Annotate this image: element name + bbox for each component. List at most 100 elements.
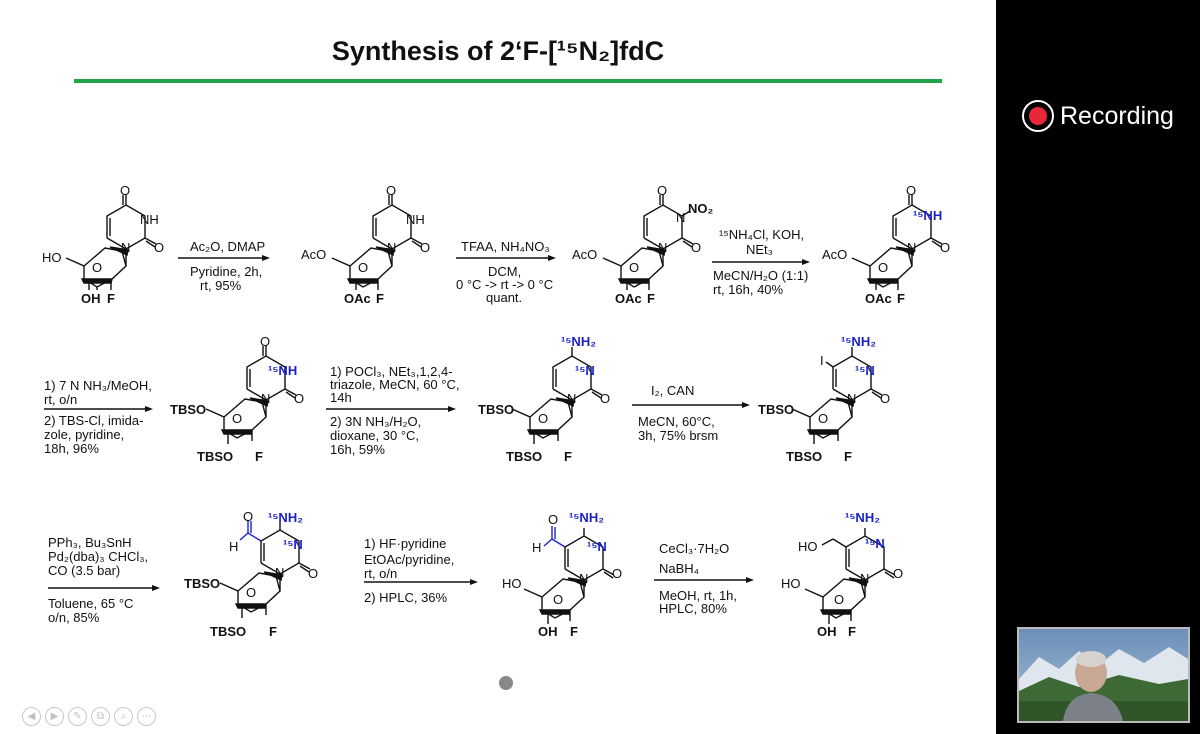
label-oh: OH — [81, 291, 101, 306]
arrow-left-icon[interactable]: ◀ — [22, 707, 41, 726]
molecule-4 — [851, 194, 943, 290]
step5-ammonia: 2) 3N NH₃/H₂O, — [330, 414, 422, 429]
label-f: F — [897, 291, 905, 306]
label-ring-o: O — [232, 411, 243, 426]
label-aco: AcO — [572, 247, 598, 262]
label-o: O — [893, 566, 904, 581]
label-tbso: TBSO — [506, 449, 543, 464]
molecule-10 — [804, 528, 896, 624]
label-o: O — [548, 512, 559, 527]
label-ring-o: O — [818, 411, 829, 426]
slide-nav-toolbar: ◀ ▶ ✎ ⧉ ⌕ ⋯ — [22, 707, 156, 726]
label-nh: NH — [140, 212, 159, 227]
step9-yield: HPLC, 80% — [659, 601, 727, 616]
label-tbso: TBSO — [786, 449, 823, 464]
label-n: N — [658, 240, 668, 255]
label-15n: ¹⁵N — [587, 539, 607, 554]
label-o: O — [260, 334, 271, 349]
step2-solvent: DCM, — [488, 264, 522, 279]
molecule-3 — [602, 194, 694, 290]
recording-label: Recording — [1060, 101, 1174, 130]
label-i: I — [820, 353, 824, 368]
label-15nh: ¹⁵NH — [913, 208, 943, 223]
webcam-video — [1019, 629, 1188, 721]
label-o: O — [691, 240, 702, 255]
label-ring-o: O — [878, 260, 889, 275]
label-n: N — [847, 391, 857, 406]
step7-yield: o/n, 85% — [48, 610, 100, 625]
label-15nh2: ¹⁵NH₂ — [841, 334, 876, 349]
label-ho: HO — [502, 576, 522, 591]
zoom-icon[interactable]: ⌕ — [114, 707, 133, 726]
label-f: F — [848, 624, 856, 639]
label-o: O — [243, 509, 254, 524]
label-n: N — [579, 571, 589, 586]
slide-title: Synthesis of 2‘F-[¹⁵N₂]fdC — [331, 36, 665, 66]
label-o: O — [154, 240, 165, 255]
label-oac: OAc — [344, 291, 371, 306]
label-oh: OH — [538, 624, 558, 639]
label-n: N — [907, 240, 917, 255]
label-o: O — [120, 183, 131, 198]
label-ho: HO — [781, 576, 801, 591]
label-ring-o: O — [629, 260, 640, 275]
label-o: O — [386, 183, 397, 198]
step2-temperature: 0 °C -> rt -> 0 °C — [456, 277, 554, 292]
step8-time: rt, o/n — [364, 566, 398, 581]
label-f: F — [564, 449, 572, 464]
label-ring-o: O — [358, 260, 369, 275]
more-icon[interactable]: ⋯ — [137, 707, 156, 726]
step8-solvent: EtOAc/pyridine, — [364, 552, 455, 567]
step5-temperature: dioxane, 30 °C, — [330, 428, 420, 443]
label-o: O — [612, 566, 623, 581]
label-o: O — [600, 391, 611, 406]
pen-icon[interactable]: ✎ — [68, 707, 87, 726]
label-o: O — [294, 391, 305, 406]
molecule-2 — [331, 194, 423, 290]
step7-solvent: Toluene, 65 °C — [48, 596, 134, 611]
step4-time: rt, o/n — [44, 392, 78, 407]
laser-pointer — [499, 676, 513, 690]
copy-icon[interactable]: ⧉ — [91, 707, 110, 726]
label-15n: ¹⁵N — [575, 363, 595, 378]
label-tbso: TBSO — [170, 402, 207, 417]
label-ring-o: O — [246, 585, 257, 600]
label-tbso: TBSO — [210, 624, 247, 639]
molecule-7 — [791, 347, 883, 444]
reaction-scheme — [44, 194, 943, 624]
step9-reductant: NaBH₄ — [659, 561, 699, 576]
label-15n: ¹⁵N — [855, 363, 875, 378]
step9-reagents: CeCl₃·7H₂O — [659, 541, 730, 556]
label-o: O — [940, 240, 951, 255]
label-no2: NO₂ — [688, 201, 714, 216]
step7-catalyst: Pd₂(dba)₃ CHCl₃, — [48, 549, 149, 564]
step7-pressure: CO (3.5 bar) — [48, 563, 121, 578]
step6-yield: 3h, 75% brsm — [638, 428, 719, 443]
label-15nh2: ¹⁵NH₂ — [845, 510, 880, 525]
step6-solvent: MeCN, 60°C, — [638, 414, 715, 429]
step8-reagents: 1) HF·pyridine — [364, 536, 447, 551]
label-tbso: TBSO — [197, 449, 234, 464]
step2-yield: quant. — [486, 290, 523, 305]
label-f: F — [107, 291, 115, 306]
label-h: H — [532, 540, 542, 555]
webcam-thumbnail[interactable] — [1017, 627, 1190, 723]
arrow-right-icon[interactable]: ▶ — [45, 707, 64, 726]
molecule-9 — [523, 526, 615, 624]
label-tbso: TBSO — [184, 576, 221, 591]
label-n: N — [860, 571, 870, 586]
step3-solvent: MeCN/H₂O (1:1) — [713, 268, 809, 283]
step4-solvent: zole, pyridine, — [44, 427, 125, 442]
label-ring-o: O — [538, 411, 549, 426]
label-15nh: ¹⁵NH — [268, 363, 298, 378]
molecule-1 — [65, 194, 157, 290]
label-aco: AcO — [301, 247, 327, 262]
label-h: H — [229, 539, 239, 554]
label-n: N — [261, 391, 271, 406]
label-n: N — [676, 210, 686, 225]
label-o: O — [906, 183, 917, 198]
step1-yield: rt, 95% — [200, 278, 242, 293]
label-ho: HO — [42, 250, 62, 265]
label-n: N — [275, 565, 285, 580]
recording-indicator: Recording — [1022, 100, 1174, 132]
